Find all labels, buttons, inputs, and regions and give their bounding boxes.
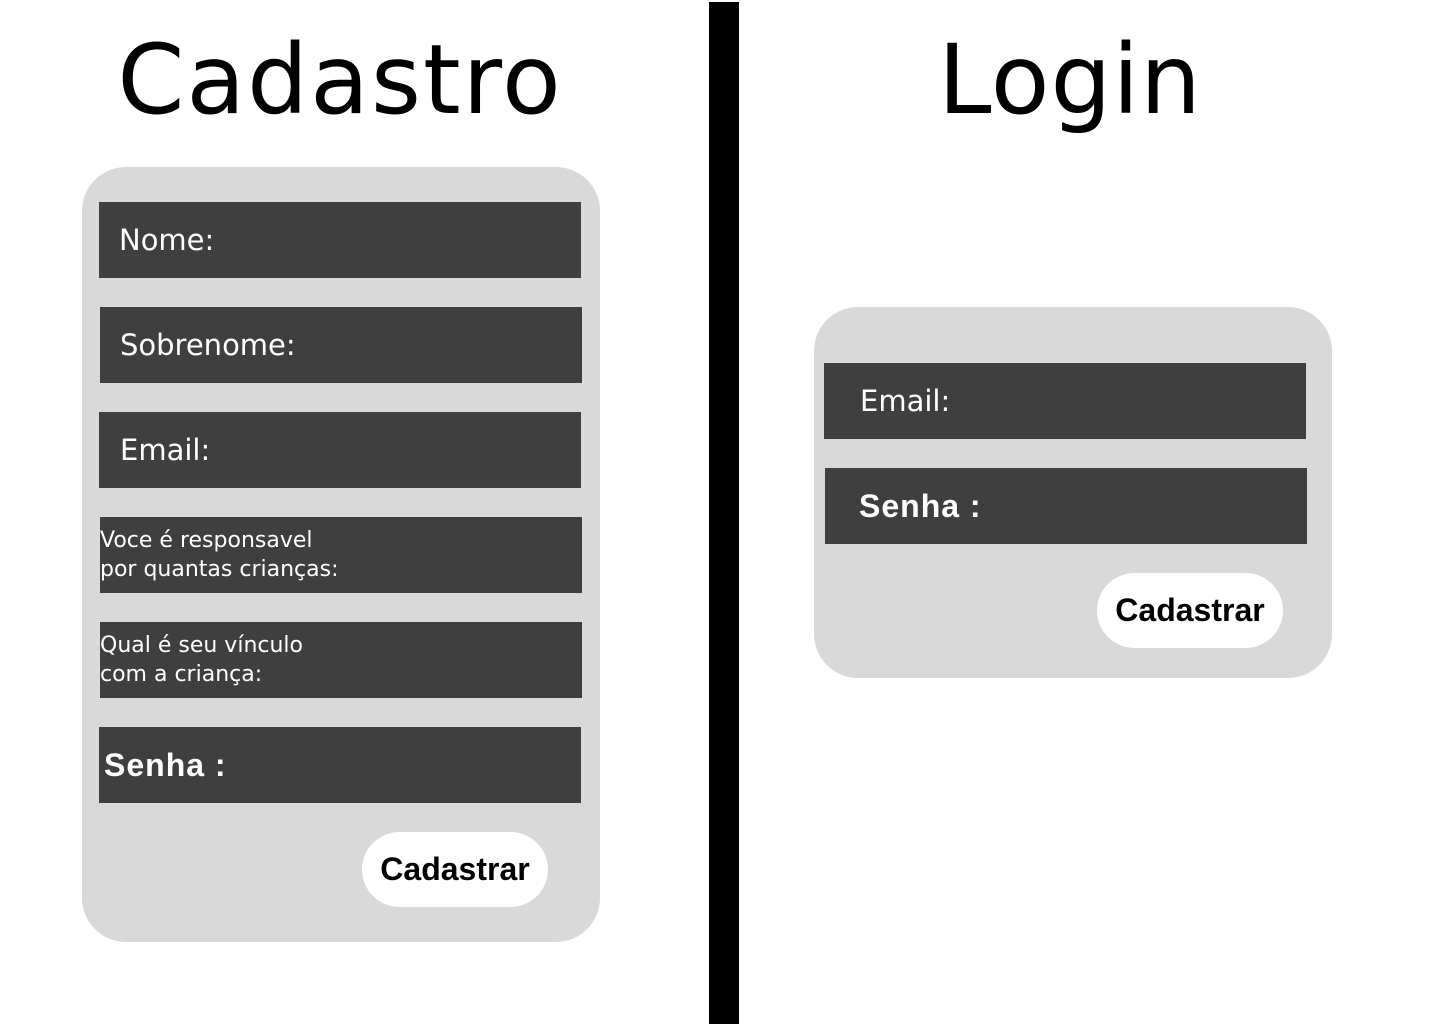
vertical-divider: [709, 2, 739, 1024]
vinculo-label: Qual é seu vínculo com a criança:: [100, 633, 303, 687]
vinculo-field[interactable]: Qual é seu vínculo com a criança:: [100, 622, 582, 698]
signup-form-card: Nome: Sobrenome: Email: Voce é responsav…: [82, 167, 600, 942]
login-senha-label: Senha :: [859, 487, 982, 524]
login-senha-field[interactable]: Senha :: [825, 468, 1307, 544]
cadastrar-button[interactable]: Cadastrar: [362, 832, 548, 907]
nome-label: Nome:: [119, 223, 215, 257]
sobrenome-label: Sobrenome:: [120, 328, 296, 362]
email-label: Email:: [120, 433, 211, 467]
login-title: Login: [938, 24, 1202, 136]
criancas-count-label: Voce é responsavel por quantas crianças:: [100, 528, 339, 582]
login-email-label: Email:: [860, 384, 951, 418]
login-form-card: Email: Senha : Cadastrar: [814, 307, 1332, 678]
login-cadastrar-button[interactable]: Cadastrar: [1097, 573, 1283, 648]
senha-field[interactable]: Senha :: [99, 727, 581, 803]
sobrenome-field[interactable]: Sobrenome:: [100, 307, 582, 383]
signup-title: Cadastro: [117, 24, 563, 136]
nome-field[interactable]: Nome:: [99, 202, 581, 278]
login-email-field[interactable]: Email:: [824, 363, 1306, 439]
criancas-count-field[interactable]: Voce é responsavel por quantas crianças:: [100, 517, 582, 593]
senha-label: Senha :: [104, 746, 227, 783]
email-field[interactable]: Email:: [99, 412, 581, 488]
